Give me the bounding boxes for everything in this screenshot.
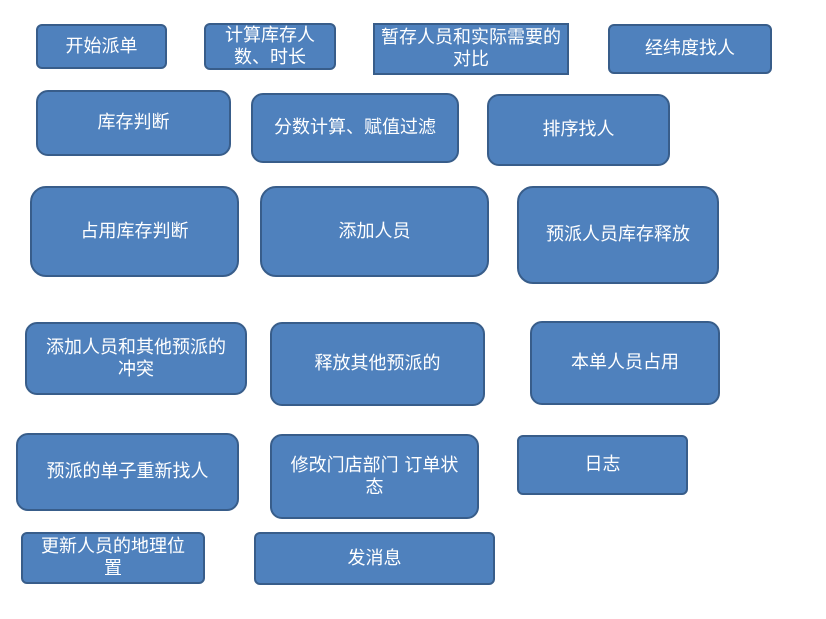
step-update-order-status: 修改门店部门 订单状态 [270, 434, 479, 519]
step-conflict-check: 添加人员和其他预派的冲突 [25, 322, 247, 395]
step-occupy-check: 占用库存判断 [30, 186, 239, 277]
step-label: 释放其他预派的 [314, 353, 441, 374]
step-label: 库存判断 [97, 112, 170, 133]
step-label: 本单人员占用 [571, 352, 679, 373]
step-label: 经纬度找人 [645, 38, 735, 59]
step-label: 开始派单 [65, 35, 138, 57]
step-label: 发消息 [347, 547, 402, 569]
step-label: 添加人员和其他预派的冲突 [46, 336, 226, 380]
step-sort-search: 排序找人 [487, 94, 670, 166]
step-release-other: 释放其他预派的 [270, 322, 485, 406]
step-compare-staff: 暂存人员和实际需要的对比 [373, 23, 569, 75]
step-send-message: 发消息 [254, 532, 495, 585]
step-calc-stock: 计算库存人数、时长 [204, 23, 336, 70]
step-add-staff: 添加人员 [260, 186, 489, 277]
step-label: 暂存人员和实际需要的对比 [381, 27, 561, 70]
step-label: 添加人员 [338, 220, 411, 242]
step-occupy-own: 本单人员占用 [530, 321, 720, 405]
step-label: 日志 [584, 454, 621, 475]
step-label: 更新人员的地理位置 [41, 536, 185, 579]
step-label: 排序找人 [542, 119, 615, 140]
step-score-filter: 分数计算、赋值过滤 [251, 93, 459, 163]
step-start-dispatch: 开始派单 [36, 24, 167, 69]
step-label: 修改门店部门 订单状态 [290, 454, 459, 498]
step-reassign: 预派的单子重新找人 [16, 433, 239, 511]
step-label: 分数计算、赋值过滤 [274, 117, 436, 138]
step-geo-search: 经纬度找人 [608, 24, 772, 74]
step-update-location: 更新人员的地理位置 [21, 532, 205, 584]
step-stock-check: 库存判断 [36, 90, 231, 156]
step-label: 预派人员库存释放 [546, 224, 690, 245]
step-log: 日志 [517, 435, 688, 495]
step-label: 预派的单子重新找人 [46, 461, 209, 482]
step-label: 计算库存人数、时长 [225, 24, 315, 68]
step-release-pre-assigned: 预派人员库存释放 [517, 186, 719, 284]
step-label: 占用库存判断 [80, 220, 189, 242]
